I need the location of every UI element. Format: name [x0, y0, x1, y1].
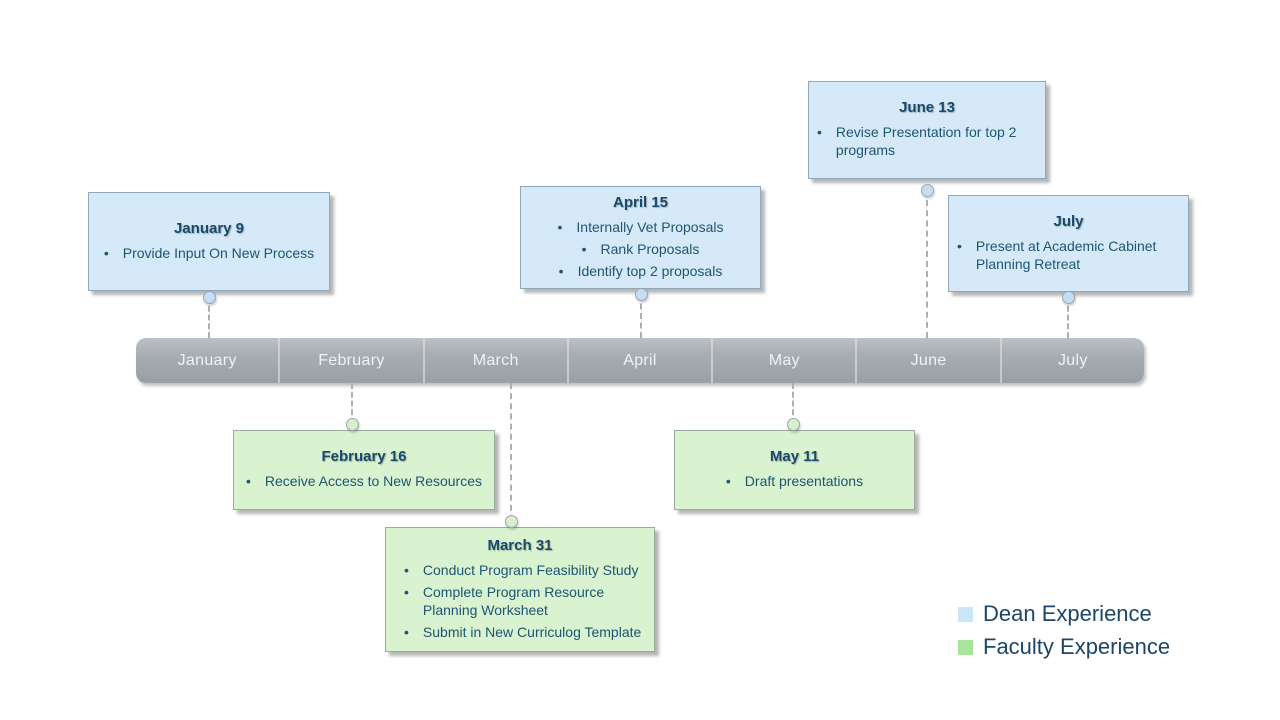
event-title: July — [1053, 212, 1084, 230]
legend-label: Faculty Experience — [983, 634, 1171, 659]
event-card-february-16: February 16 Receive Access to New Resour… — [233, 430, 495, 510]
event-card-june-13: June 13 Revise Presentation for top 2 pr… — [808, 81, 1046, 179]
event-bullet: Provide Input On New Process — [97, 244, 321, 262]
legend: Dean Experience Faculty Experience — [958, 601, 1170, 660]
event-bullet-text: Provide Input On New Process — [122, 244, 315, 261]
connector-line-january — [208, 297, 210, 338]
connector-line-april — [640, 294, 642, 338]
event-title: April 15 — [612, 193, 669, 211]
event-bullet: Draft presentations — [683, 472, 906, 490]
connector-dot-june — [921, 184, 934, 197]
connector-line-may — [792, 383, 794, 424]
event-bullet-text: Present at Academic Cabinet Planning Ret… — [975, 237, 1157, 272]
faculty-color-swatch — [958, 639, 973, 655]
event-bullet: Revise Presentation for top 2 programs — [817, 123, 1037, 159]
event-bullet-text: Draft presentations — [744, 473, 864, 489]
event-bullet: Conduct Program Feasibility Study — [394, 561, 646, 579]
month-label: January — [177, 351, 237, 369]
event-bullet-text: Rank Proposals — [600, 240, 700, 257]
event-bullet-text: Conduct Program Feasibility Study — [422, 561, 639, 578]
event-card-april-15: April 15 Internally Vet Proposals Rank P… — [520, 186, 761, 289]
month-label: July — [1058, 351, 1088, 369]
connector-line-june — [926, 190, 928, 338]
connector-dot-january — [203, 291, 216, 304]
month-label: March — [472, 351, 519, 369]
month-label: February — [318, 351, 385, 369]
legend-item-faculty: Faculty Experience — [958, 634, 1170, 660]
legend-label: Dean Experience — [983, 601, 1152, 626]
event-bullet: Submit in New Curriculog Template — [394, 623, 646, 641]
event-card-march-31: March 31 Conduct Program Feasibility Stu… — [385, 527, 655, 652]
timeline-month-june: June — [855, 338, 999, 383]
connector-dot-february — [346, 418, 359, 431]
event-title: February 16 — [321, 448, 407, 465]
event-title: May 11 — [769, 448, 820, 465]
event-bullet-text: Identify top 2 proposals — [577, 262, 723, 279]
event-card-may-11: May 11 Draft presentations — [674, 430, 915, 510]
event-bullet-text: Receive Access to New Resources — [264, 473, 482, 489]
connector-line-july — [1067, 297, 1069, 338]
timeline-month-may: May — [711, 338, 855, 383]
month-label: June — [910, 351, 947, 369]
event-card-july: July Present at Academic Cabinet Plannin… — [948, 195, 1189, 292]
timeline-month-july: July — [999, 338, 1144, 383]
connector-dot-march — [505, 515, 518, 528]
timeline-month-april: April — [566, 338, 711, 383]
month-label: April — [623, 351, 657, 369]
event-bullet: Identify top 2 proposals — [529, 262, 752, 280]
event-card-january-9: January 9 Provide Input On New Process — [88, 192, 330, 291]
event-bullet-text: Complete Program Resource Planning Works… — [422, 583, 605, 618]
legend-item-dean: Dean Experience — [958, 601, 1170, 627]
event-bullet-text: Revise Presentation for top 2 programs — [835, 124, 1017, 158]
timeline-bar: January February March April May June Ju… — [136, 338, 1144, 383]
event-title: January 9 — [173, 219, 245, 237]
connector-dot-july — [1062, 291, 1075, 304]
connector-line-february — [351, 383, 353, 424]
connector-dot-may — [787, 418, 800, 431]
timeline-month-march: March — [422, 338, 567, 383]
event-sub-bullet: Rank Proposals — [529, 240, 752, 258]
month-label: May — [768, 351, 800, 369]
connector-dot-april — [635, 288, 648, 301]
event-bullet: Receive Access to New Resources — [242, 472, 486, 490]
event-bullet-text: Internally Vet Proposals — [576, 218, 724, 235]
event-title: June 13 — [899, 99, 955, 116]
dean-color-swatch — [958, 606, 973, 622]
event-bullet: Present at Academic Cabinet Planning Ret… — [957, 237, 1180, 273]
timeline-month-january: January — [136, 338, 278, 383]
connector-line-march — [510, 383, 512, 521]
timeline-month-february: February — [278, 338, 422, 383]
event-bullet-text: Submit in New Curriculog Template — [422, 623, 642, 640]
event-title: March 31 — [487, 536, 553, 554]
event-bullet: Internally Vet Proposals — [529, 218, 752, 236]
event-bullet: Complete Program Resource Planning Works… — [394, 583, 646, 619]
